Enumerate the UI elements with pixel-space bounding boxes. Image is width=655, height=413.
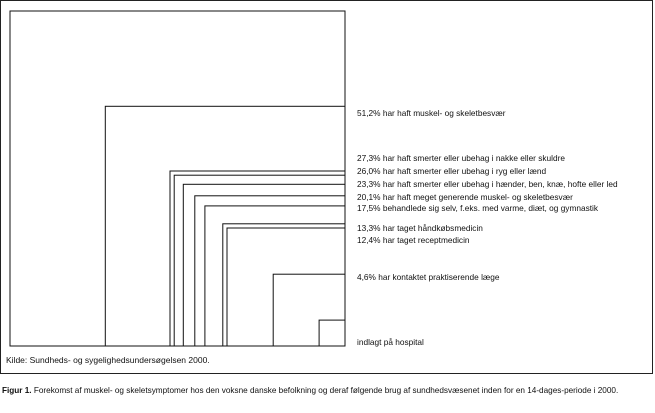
area-square-9: [272, 273, 346, 347]
source-note: Kilde: Sundheds- og sygelighedsundersøge…: [6, 355, 210, 365]
area-square-0: [9, 10, 346, 347]
area-label-8: 12,4% har taget receptmedicin: [357, 235, 470, 245]
area-square-7: [222, 223, 346, 347]
area-label-5: 20,1% har haft meget generende muskel- o…: [357, 192, 573, 202]
figure-frame: [0, 0, 653, 374]
area-square-10: [318, 319, 346, 347]
nested-area-chart: 51,2% har haft muskel- og skeletbesvær 27…: [9, 10, 618, 347]
area-label-10: indlagt på hospital: [357, 337, 424, 347]
area-square-4: [182, 183, 346, 347]
area-square-8: [226, 227, 346, 347]
caption-label: Figur 1.: [2, 386, 32, 395]
area-label-7: 13,3% har taget håndkøbsmedicin: [357, 223, 483, 233]
area-label-4: 23,3% har haft smerter eller ubehag i hæ…: [357, 179, 618, 189]
area-label-1: 51,2% har haft muskel- og skeletbesvær: [357, 108, 506, 118]
area-square-1: [104, 105, 346, 347]
area-square-6: [204, 205, 346, 347]
area-square-5: [194, 195, 346, 347]
area-label-3: 26,0% har haft smerter eller ubehag i ry…: [357, 166, 546, 176]
area-label-2: 27,3% har haft smerter eller ubehag i na…: [357, 153, 565, 163]
figure-caption: Figur 1. Forekomst af muskel- og skelets…: [2, 386, 654, 395]
area-label-6: 17,5% behandlede sig selv, f.eks. med va…: [357, 203, 599, 213]
area-label-9: 4,6% har kontaktet praktiserende læge: [357, 272, 500, 282]
caption-text: Forekomst af muskel- og skeletsymptomer …: [33, 386, 619, 395]
